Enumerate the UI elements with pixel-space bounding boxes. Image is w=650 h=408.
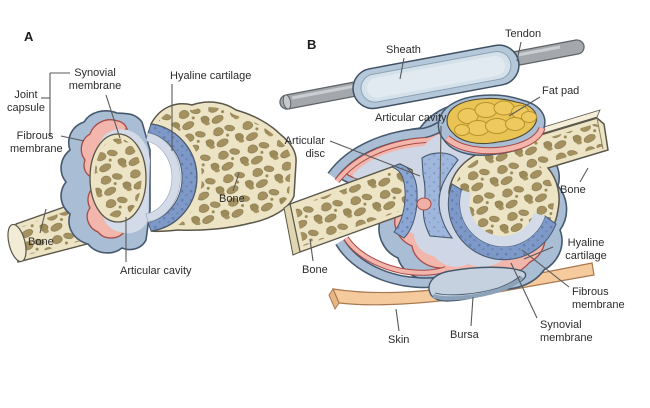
articular-cavity-leader-b (439, 125, 442, 192)
sheath-leader (399, 57, 405, 80)
panel-a-illustration (7, 101, 297, 263)
tendon-sheath-shape (352, 44, 520, 110)
skin-leader (395, 308, 400, 332)
condyle-a (89, 133, 147, 223)
panel-b-letter: B (307, 37, 317, 52)
label-articular-disc: Articular disc (284, 135, 325, 160)
label-synovial-membrane-b: Synovial membrane (540, 319, 593, 344)
articular-cavity-band-b (460, 190, 545, 247)
synovial-membrane-leader-a (105, 94, 121, 139)
synovial-fold-dot-b (416, 197, 432, 211)
label-fibrous-membrane-a: Fibrous membrane (10, 130, 63, 155)
bone-end-face-b (283, 203, 301, 256)
label-bursa: Bursa (450, 329, 479, 341)
fat-pad-leader (508, 96, 541, 117)
bone-right-leader-a (232, 172, 240, 192)
label-fibrous-membrane-b: Fibrous membrane (572, 286, 625, 311)
bone-left-leader-a (39, 208, 47, 234)
bone-right-leader-b (579, 167, 589, 183)
label-sheath: Sheath (386, 44, 421, 56)
label-joint-capsule-a: Joint capsule (7, 89, 45, 114)
fibrous-membrane-leader-a (60, 135, 85, 142)
bone-left-b (283, 163, 417, 256)
bone-shaft-a (7, 192, 119, 263)
articular-cavity-band-a (145, 132, 181, 223)
label-bone-left-b: Bone (302, 264, 328, 276)
synovial-membrane-leader-b (510, 262, 538, 319)
bursa-leader (470, 296, 474, 327)
hyaline-cartilage-a (147, 123, 198, 232)
label-hyaline-cartilage-a: Hyaline cartilage (170, 70, 252, 82)
label-bone-right-a: Bone (219, 193, 245, 205)
panel-a-letter: A (24, 29, 34, 44)
leader-lines (39, 41, 589, 332)
bone-left-leader-b (309, 238, 314, 262)
label-tendon: Tendon (505, 28, 542, 40)
fat-pad-shape (437, 94, 546, 156)
label-bone-left-a: Bone (28, 236, 54, 248)
label-fat-pad: Fat pad (542, 85, 580, 97)
articular-disc-leader (329, 140, 421, 177)
label-bone-right-b: Bone (560, 184, 586, 196)
hyaline-cartilage-leader-b (523, 246, 554, 260)
bone-end-face-a (7, 223, 27, 263)
panel-b-illustration (279, 39, 609, 311)
label-hyaline-cartilage-b: Hyaline cartilage (565, 237, 607, 262)
label-articular-cavity-b: Articular cavity (375, 112, 447, 124)
label-skin: Skin (388, 334, 410, 346)
fibrous-membrane-leader-b (521, 249, 570, 288)
label-articular-cavity-a: Articular cavity (120, 265, 192, 277)
tendon-leader (516, 41, 522, 62)
bursa-shape (428, 266, 527, 302)
tendon-end-face (282, 94, 292, 110)
label-synovial-membrane-a: Synovial membrane (68, 67, 122, 92)
cartilage-cap-left-b (390, 163, 418, 239)
